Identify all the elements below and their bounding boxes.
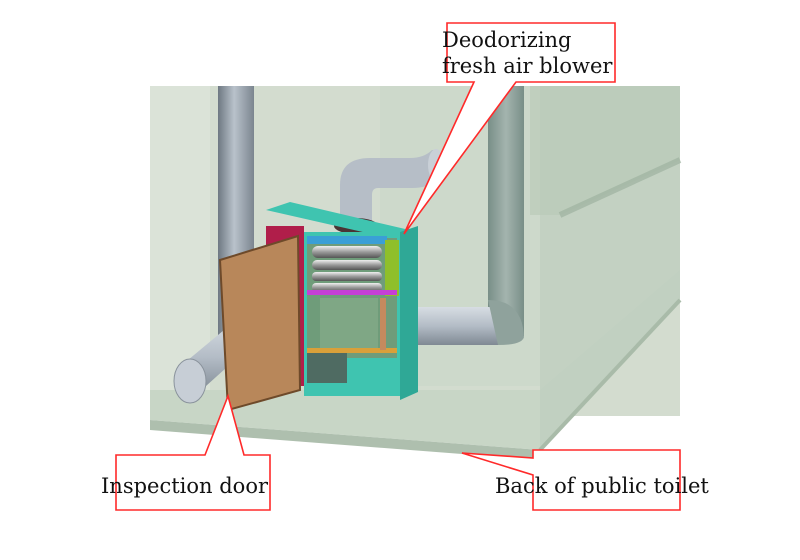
- orange-post: [380, 298, 386, 350]
- enclosure-right-edge: [538, 298, 682, 452]
- shelf: [530, 86, 680, 215]
- lower-chamber: [307, 353, 347, 383]
- callout-door: [115, 393, 271, 511]
- label-blower-line1: Deodorizing: [442, 28, 572, 52]
- coil-3: [312, 272, 382, 281]
- magenta-strip: [307, 290, 397, 295]
- blue-strip: [307, 236, 387, 244]
- coil-1: [312, 246, 382, 258]
- label-blower-line2: fresh air blower: [442, 54, 613, 78]
- label-inspection-door: Inspection door: [101, 474, 268, 498]
- blower-right-face: [400, 226, 418, 400]
- label-back-of-toilet: Back of public toilet: [495, 474, 709, 498]
- shelf-edge: [558, 157, 682, 218]
- callout-blower: [403, 22, 616, 235]
- yellow-green-panel: [385, 240, 399, 296]
- right-vertical-pipe: [488, 86, 524, 336]
- coil-2: [312, 260, 382, 270]
- filter-box: [320, 298, 378, 350]
- enclosure-front-edge: [150, 420, 540, 460]
- blower-top: [266, 202, 418, 240]
- pipe-end-cap: [173, 358, 207, 404]
- coil-4: [312, 283, 382, 292]
- inspection-door: [218, 234, 302, 412]
- orange-frame: [307, 348, 397, 353]
- callout-back: [461, 449, 681, 511]
